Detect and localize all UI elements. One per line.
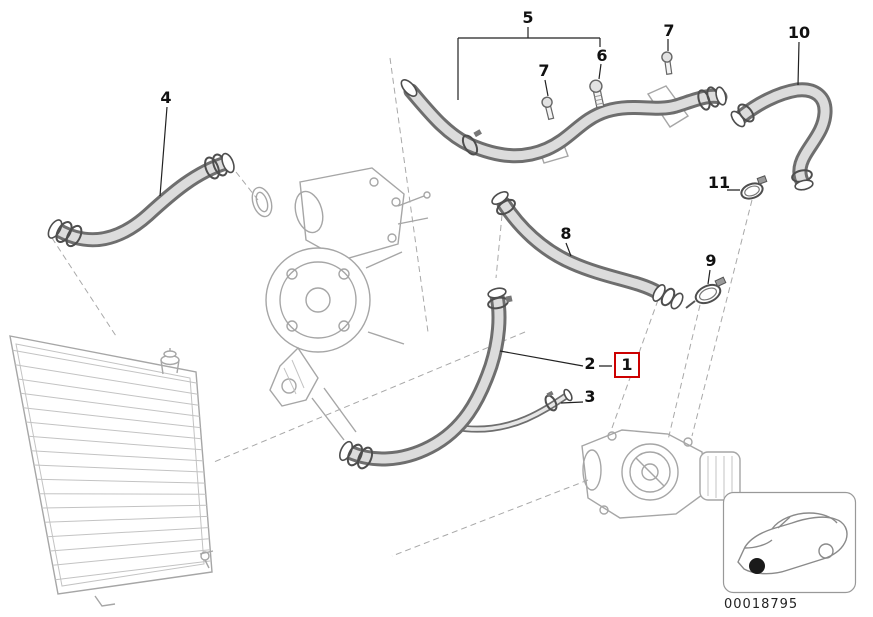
dashed-reference-lines — [51, 57, 753, 557]
car-pictogram — [722, 491, 857, 594]
callout-1-highlighted[interactable]: 1 — [614, 352, 640, 378]
hose-5-drawing — [400, 79, 728, 164]
callout-10[interactable]: 10 — [787, 23, 811, 42]
callout-9[interactable]: 9 — [705, 251, 717, 270]
radiator-drawing — [9, 335, 214, 607]
car-wheel-front — [749, 558, 765, 574]
clamp-9-icon — [685, 276, 727, 309]
hose-2-drawing — [339, 287, 573, 470]
clamp-3-icon — [544, 390, 558, 412]
clamp-11-icon — [740, 175, 768, 200]
screw-7-left-icon — [541, 96, 555, 121]
radiator-drain-plug — [199, 550, 214, 569]
hose-4-drawing — [47, 152, 235, 248]
hose-8-drawing — [491, 191, 684, 310]
bolt-6-icon — [589, 79, 605, 109]
callout-7-left[interactable]: 7 — [538, 61, 550, 80]
part-number: 00018795 — [724, 597, 799, 612]
leader-lines — [159, 27, 800, 404]
callout-8[interactable]: 8 — [560, 224, 572, 243]
radiator-filler-neck — [160, 348, 180, 375]
callout-6[interactable]: 6 — [596, 46, 608, 65]
callout-4[interactable]: 4 — [160, 88, 172, 107]
throttle-body-drawing — [581, 429, 741, 519]
callout-11[interactable]: 11 — [707, 173, 731, 192]
car-wheel-rear — [818, 543, 834, 559]
water-pump-thermostat-drawing — [251, 167, 431, 441]
callout-5[interactable]: 5 — [522, 8, 534, 27]
callout-2[interactable]: 2 — [584, 354, 596, 373]
hose-10-drawing — [730, 82, 833, 191]
callout-7-right[interactable]: 7 — [663, 21, 675, 40]
callout-3[interactable]: 3 — [584, 387, 596, 406]
screw-7-right-icon — [661, 51, 673, 75]
